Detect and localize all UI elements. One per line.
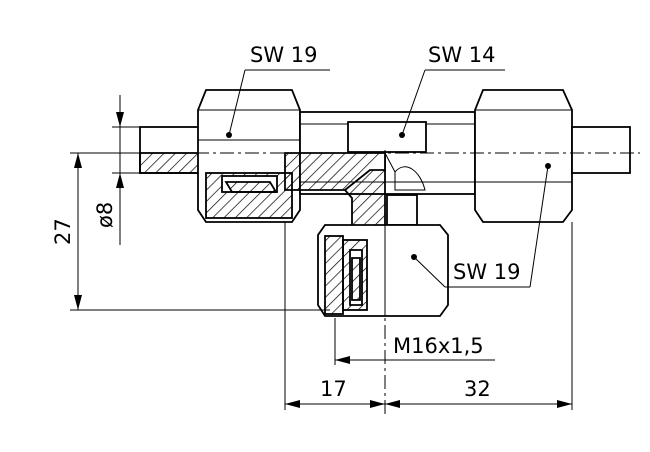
- label-dim-tube: ø8: [93, 202, 117, 228]
- label-sw-bottom-right: SW 19: [453, 260, 521, 284]
- label-dim-height: 27: [51, 218, 75, 245]
- tee-body: [284, 111, 476, 229]
- label-thread: M16x1,5: [393, 334, 484, 358]
- leader-lines: [228, 69, 549, 288]
- label-dim-left: 17: [320, 377, 347, 401]
- right-nut-sw19: [474, 89, 573, 223]
- right-tube: [571, 126, 631, 174]
- label-sw-top-left: SW 19: [250, 43, 318, 67]
- bottom-nut-sw19: [317, 224, 449, 317]
- dimension-lines: [70, 95, 573, 410]
- label-dim-right: 32: [464, 377, 491, 401]
- label-sw-top-right: SW 14: [428, 43, 496, 67]
- left-nut-sw19: [197, 89, 301, 223]
